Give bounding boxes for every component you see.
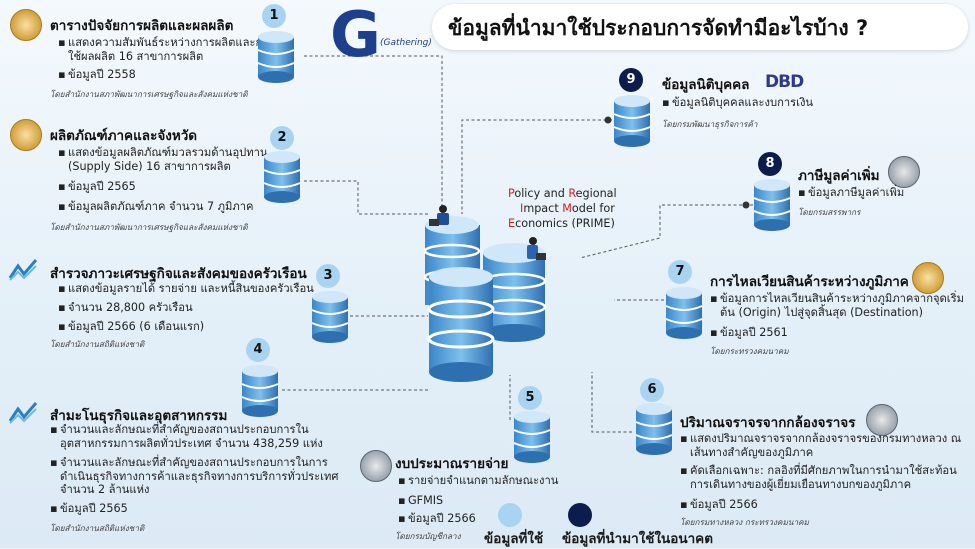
source-7-number: 7 <box>668 260 692 284</box>
chart-logo-icon <box>8 259 38 281</box>
source-3-item: ▪ข้อมูลปี 2566 (6 เดือนแรก) <box>58 320 205 333</box>
database-icon <box>513 411 551 463</box>
source-6-credit: โดยกรมทางหลวง กระทรวงคมนาคม <box>680 517 809 527</box>
source-6-number: 6 <box>640 378 664 402</box>
source-4-credit: โดยสำนักงานสถิติแห่งชาติ <box>50 523 145 533</box>
legend-used-swatch <box>498 503 522 527</box>
seal-icon <box>10 119 42 151</box>
source-8-number: 8 <box>758 152 782 176</box>
title-pill <box>432 4 968 50</box>
source-5-item: ▪GFMIS <box>398 494 444 507</box>
source-2-item: ▪ข้อมูลผลิตภัณฑ์ภาค จำนวน 7 ภูมิภาค <box>58 200 254 213</box>
source-5-item: ▪รายจ่ายจำแนกตามลักษณะงาน <box>398 474 559 487</box>
chart-logo-icon <box>8 402 38 424</box>
source-3-credit: โดยสำนักงานสถิติแห่งชาติ <box>50 339 145 349</box>
source-8-heading: ภาษีมูลค่าเพิ่ม <box>798 168 880 184</box>
seal-icon <box>10 9 42 41</box>
seal-icon <box>912 262 944 294</box>
source-6-item: ▪ข้อมูลปี 2566 <box>680 498 758 511</box>
source-9-heading: ข้อมูลนิติบุคคล <box>662 77 750 93</box>
dbd-logo: DBD <box>765 72 804 92</box>
seal-icon <box>360 450 392 482</box>
source-3-item: ▪แสดงข้อมูลรายได้ รายจ่าย และหนี้สินของค… <box>58 282 314 295</box>
seal-icon <box>888 156 920 188</box>
source-1-item: ▪ข้อมูลปี 2558 <box>58 68 136 81</box>
source-4-item: ▪จำนวนและลักษณะที่สำคัญของสถานประกอบการใ… <box>50 456 339 496</box>
database-icon <box>753 179 791 231</box>
source-7-item: ▪ข้อมูลปี 2561 <box>710 326 788 339</box>
source-4-heading: สำมะโนธุรกิจและอุตสาหกรรม <box>50 408 228 424</box>
source-2-item: ▪ข้อมูลปี 2565 <box>58 180 136 193</box>
database-icon <box>613 95 651 147</box>
source-3-heading: สำรวจภาวะเศรษฐกิจและสังคมของครัวเรือน <box>50 266 307 282</box>
source-1-number: 1 <box>262 4 286 28</box>
legend-future-label: ข้อมูลที่นำมาใช้ในอนาคต <box>562 531 713 547</box>
seal-icon <box>866 404 898 436</box>
source-2-credit: โดยสำนักงานสภาพัฒนาการเศรษฐกิจและสังคมแห… <box>50 222 248 232</box>
source-7-heading: การไหลเวียนสินค้าระหว่างภูมิภาค <box>710 274 909 290</box>
source-4-item: ▪จำนวนและลักษณะที่สำคัญของสถานประกอบการใ… <box>50 423 323 450</box>
source-9-number: 9 <box>619 68 643 92</box>
source-6-item: ▪คัดเลือกเฉพาะ: กลอิงที่มีศักยภาพในการนำ… <box>680 464 957 491</box>
source-1-item: ▪แสดงความสัมพันธ์ระหว่างการผลิตและการใช้… <box>58 36 275 63</box>
source-5-heading: งบประมาณรายจ่าย <box>395 456 509 472</box>
source-2-number: 2 <box>270 126 294 150</box>
source-2-item: ▪แสดงข้อมูลผลิตภัณฑ์มวลรวมด้านอุปทาน (Su… <box>58 146 268 173</box>
brand-subtitle: (Gathering) <box>380 38 432 48</box>
center-model-label: Policy and Regional Impact Model for Eco… <box>508 187 617 230</box>
source-6-heading: ปริมาณจราจรจากกล้องจราจร <box>680 415 856 431</box>
database-icon <box>257 31 295 83</box>
source-3-number: 3 <box>316 264 340 288</box>
source-5-credit: โดยกรมบัญชีกลาง <box>395 531 461 541</box>
legend-future-swatch <box>568 503 592 527</box>
database-icon <box>635 403 673 455</box>
database-icon <box>665 287 703 339</box>
source-5-item: ▪ข้อมูลปี 2566 <box>398 512 476 525</box>
source-2-heading: ผลิตภัณฑ์ภาคและจังหวัด <box>50 128 198 144</box>
page-title: ข้อมูลที่นำมาใช้ประกอบการจัดทำมีอะไรบ้าง… <box>448 16 869 40</box>
source-9-item: ▪ข้อมูลนิติบุคคลและงบการเงิน <box>662 96 814 109</box>
person-laptop-icon <box>429 205 449 226</box>
source-3-item: ▪จำนวน 28,800 ครัวเรือน <box>58 301 193 314</box>
source-9-credit: โดยกรมพัฒนาธุรกิจการค้า <box>662 119 758 129</box>
database-icon <box>311 291 349 343</box>
source-4-item: ▪ข้อมูลปี 2565 <box>50 502 128 515</box>
person-laptop-icon <box>527 237 546 260</box>
source-7-credit: โดยกระทรวงคมนาคม <box>710 346 789 356</box>
source-7-item: ▪ข้อมูลการไหลเวียนสินค้าระหว่างภูมิภาคจา… <box>710 292 965 319</box>
brand-letter: G <box>330 0 381 71</box>
database-icon <box>263 151 301 203</box>
legend-used-label: ข้อมูลที่ใช้ <box>484 531 544 547</box>
source-8-credit: โดยกรมสรรพากร <box>798 207 861 217</box>
database-icon <box>241 365 279 417</box>
source-6-item: ▪แสดงปริมาณจราจรจากกล้องจราจรของกรมทางหล… <box>680 432 962 459</box>
source-1-heading: ตารางปัจจัยการผลิตและผลผลิต <box>50 18 234 34</box>
source-5-number: 5 <box>518 386 542 410</box>
source-8-item: ▪ข้อมูลภาษีมูลค่าเพิ่ม <box>798 186 905 199</box>
central-database-illustration <box>423 205 547 382</box>
source-4-number: 4 <box>246 338 270 362</box>
source-1-credit: โดยสำนักงานสภาพัฒนาการเศรษฐกิจและสังคมแห… <box>50 89 248 99</box>
